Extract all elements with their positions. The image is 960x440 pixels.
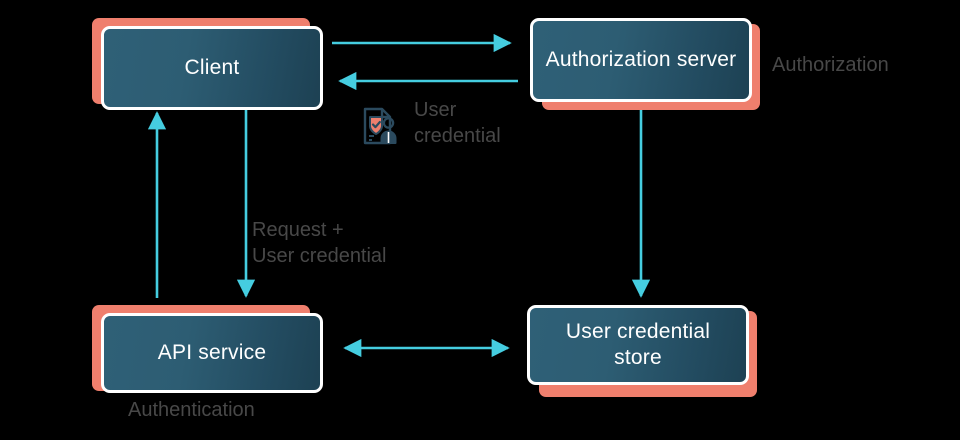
user-credential-icon-wrap <box>357 104 401 148</box>
document-shield-user-icon <box>363 107 397 145</box>
node-client-body[interactable]: Client <box>101 26 323 110</box>
annotation-authorization: Authorization <box>772 54 889 76</box>
node-api-service-body[interactable]: API service <box>101 313 323 393</box>
node-user-credential-store[interactable]: User credential store <box>521 305 761 397</box>
node-user-credential-store-body[interactable]: User credential store <box>527 305 749 385</box>
annotation-request-user-credential: Request + User credential <box>252 219 387 267</box>
node-user-credential-store-label: User credential store <box>565 319 711 369</box>
node-api-service[interactable]: API service <box>92 305 332 397</box>
node-authorization-server-body[interactable]: Authorization server <box>530 18 752 102</box>
annotation-user-credential: User credential <box>414 99 501 147</box>
node-client[interactable]: Client <box>92 18 332 110</box>
node-authorization-server[interactable]: Authorization server <box>524 18 764 110</box>
node-authorization-server-label: Authorization server <box>545 47 737 71</box>
node-client-label: Client <box>184 55 240 79</box>
annotation-authentication: Authentication <box>128 399 255 421</box>
node-api-service-label: API service <box>157 340 267 364</box>
